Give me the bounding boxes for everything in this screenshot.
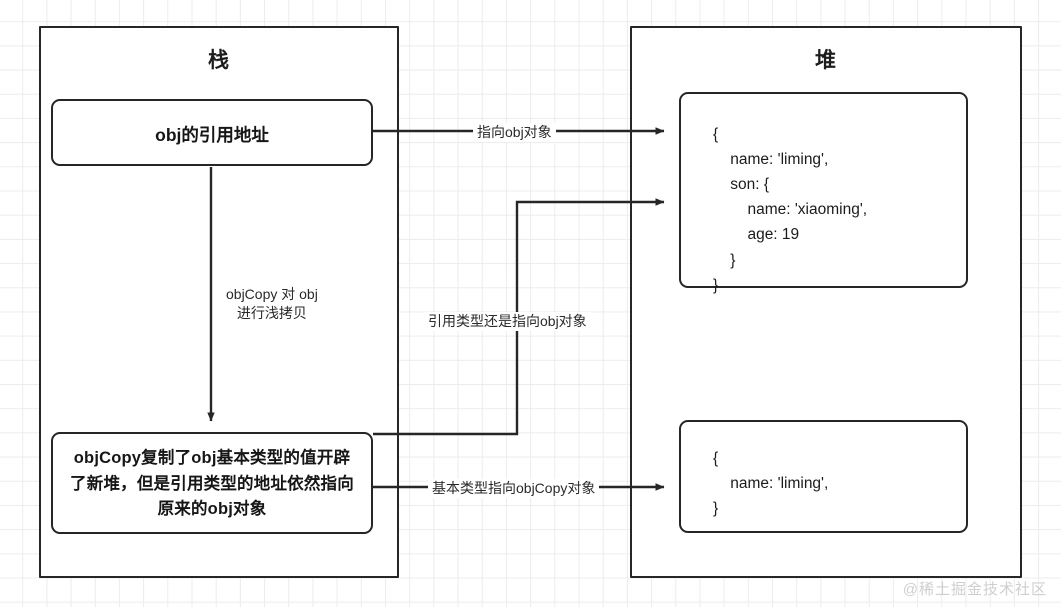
edge-label-reference-still-points: 引用类型还是指向obj对象	[424, 312, 591, 331]
objcopy-description-text: objCopy复制了obj基本类型的值开辟了新堆，但是引用类型的地址依然指向原来…	[70, 449, 354, 519]
obj-reference-label: obj的引用地址	[155, 125, 269, 145]
edge-label-primitive-to-objcopy: 基本类型指向objCopy对象	[428, 479, 600, 498]
heap-title: 堆	[815, 49, 837, 72]
stack-title: 栈	[208, 49, 230, 72]
edge-label-shallow-copy: objCopy 对 obj 进行浅拷贝	[222, 285, 322, 323]
shallow-copy-line-2: 进行浅拷贝	[236, 304, 307, 321]
heap-object-obj: { name: 'liming', son: { name: 'xiaoming…	[679, 92, 968, 294]
objcopy-description-box: objCopy复制了obj基本类型的值开辟了新堆，但是引用类型的地址依然指向原来…	[51, 432, 373, 534]
edge-label-obj-ref-to-heap: 指向obj对象	[473, 123, 556, 142]
heap-object-objcopy-code: { name: 'liming', }	[713, 450, 829, 518]
obj-reference-box: obj的引用地址	[51, 99, 373, 166]
heap-object-objcopy: { name: 'liming', }	[679, 420, 968, 533]
heap-object-obj-code: { name: 'liming', son: { name: 'xiaoming…	[713, 126, 868, 294]
shallow-copy-line-1: objCopy 对 obj	[226, 286, 318, 302]
watermark: @稀土掘金技术社区	[902, 581, 1047, 598]
